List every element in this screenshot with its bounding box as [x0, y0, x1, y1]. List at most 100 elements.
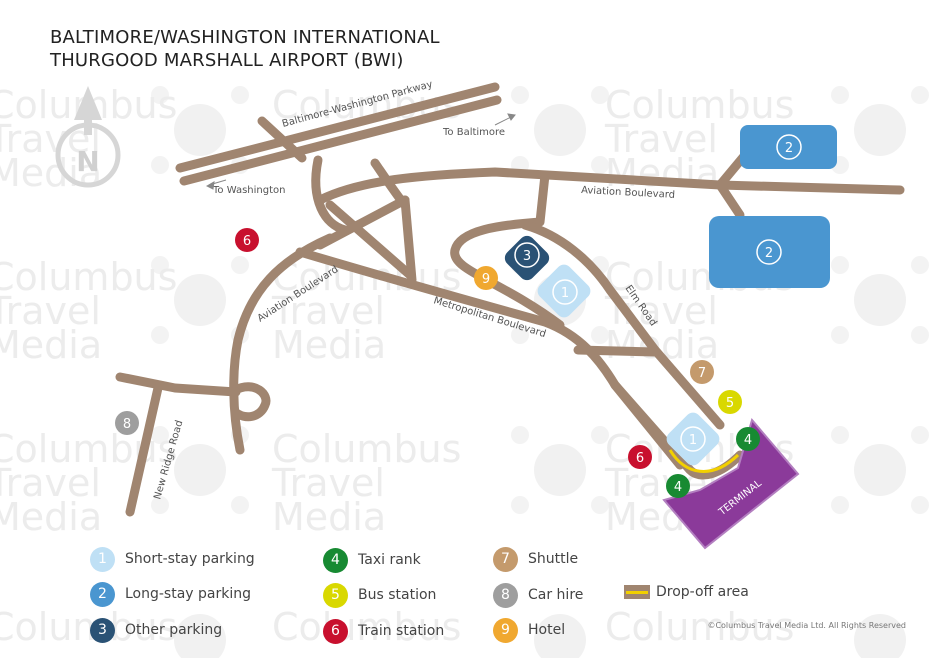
svg-text:Travel: Travel: [0, 289, 101, 333]
ramp-3: [325, 200, 415, 280]
legend-item-taxi: 4 Taxi rank: [323, 547, 421, 573]
svg-text:2: 2: [765, 246, 773, 261]
svg-text:5: 5: [726, 396, 734, 411]
svg-text:4: 4: [744, 433, 752, 448]
marker-hotel: 9: [474, 266, 498, 290]
connector-road: [573, 345, 660, 357]
car-hire-road: [115, 372, 241, 397]
parking-loop: [450, 170, 565, 330]
to-baltimore-label: To Baltimore: [442, 127, 505, 138]
legend-dot: 7: [493, 546, 518, 572]
legend-item-bus: 5 Bus station: [323, 582, 436, 608]
legend-dot: 4: [323, 547, 348, 573]
map-markers: 2 2 3 1 1 9 6 6 7 5 4 4 8: [115, 134, 802, 498]
long-stay-parking-area-b: [709, 216, 830, 288]
legend-label: Drop-off area: [656, 584, 749, 600]
direction-arrows: [205, 113, 516, 190]
title-line-1: BALTIMORE/WASHINGTON INTERNATIONAL: [50, 27, 440, 48]
svg-text:7: 7: [698, 366, 706, 381]
legend-dot: 9: [493, 617, 518, 643]
metropolitan-boulevard: [295, 247, 685, 470]
marker-long-stay-a: 2: [776, 134, 802, 160]
aviation-boulevard-east-label: Aviation Boulevard: [581, 185, 675, 201]
svg-text:Travel: Travel: [271, 461, 385, 505]
svg-text:9: 9: [482, 272, 490, 287]
legend-label: Taxi rank: [358, 552, 421, 568]
svg-text:3: 3: [523, 249, 531, 264]
svg-text:Media: Media: [0, 495, 102, 539]
to-washington-label: To Washington: [212, 185, 285, 196]
legend-item-hotel: 9 Hotel: [493, 617, 565, 643]
legend-label: Train station: [358, 623, 445, 639]
marker-taxi-b: 4: [666, 474, 690, 498]
svg-text:Columbus: Columbus: [0, 255, 177, 299]
legend-dot: 5: [323, 582, 348, 608]
svg-text:1: 1: [689, 433, 697, 448]
svg-text:Media: Media: [272, 323, 386, 367]
marker-taxi-a: 4: [736, 427, 760, 451]
legend-dot: 1: [90, 546, 115, 572]
svg-text:4: 4: [674, 480, 682, 495]
legend-dot: 8: [493, 582, 518, 608]
dropoff-area: [668, 449, 740, 473]
legend-label: Short-stay parking: [125, 551, 255, 567]
loop-road: [230, 382, 271, 422]
legend-label: Bus station: [358, 587, 437, 603]
parkway-road-a: [175, 82, 500, 173]
legend-dot: 6: [323, 618, 348, 644]
aviation-boulevard-east: [315, 167, 905, 205]
svg-text:6: 6: [243, 234, 251, 249]
svg-text:Media: Media: [0, 151, 102, 195]
ramp-4: [400, 195, 417, 285]
svg-text:N: N: [76, 145, 99, 178]
legend-item-other-parking: 3 Other parking: [90, 617, 222, 643]
svg-text:Columbus: Columbus: [272, 427, 461, 471]
marker-bus: 5: [718, 390, 742, 414]
legend-label: Car hire: [528, 587, 584, 603]
short-stay-parking-area-b: [666, 412, 720, 466]
page-title: BALTIMORE/WASHINGTON INTERNATIONAL THURG…: [50, 26, 440, 72]
svg-text:1: 1: [561, 286, 569, 301]
legend-item-short-stay: 1 Short-stay parking: [90, 546, 255, 572]
marker-train-a: 6: [235, 228, 259, 252]
parkway-connector: [257, 116, 307, 163]
parkway-road-b: [179, 95, 502, 186]
svg-text:8: 8: [123, 417, 131, 432]
legend-label: Other parking: [125, 622, 223, 638]
legend-item-car-hire: 8 Car hire: [493, 582, 583, 608]
svg-text:Columbus: Columbus: [0, 605, 177, 649]
svg-text:6: 6: [636, 451, 644, 466]
svg-text:Columbus: Columbus: [605, 605, 794, 649]
svg-text:Media: Media: [0, 323, 102, 367]
legend-item-train: 6 Train station: [323, 618, 444, 644]
new-ridge-road: [125, 383, 163, 517]
svg-text:Travel: Travel: [271, 289, 385, 333]
legend-label: Long-stay parking: [125, 586, 252, 602]
north-arrow-icon: N: [55, 86, 121, 188]
svg-text:Columbus: Columbus: [272, 605, 461, 649]
legend-label: Hotel: [528, 622, 566, 638]
svg-text:Travel: Travel: [0, 461, 101, 505]
legend-item-long-stay: 2 Long-stay parking: [90, 581, 251, 607]
watermark-dots: [151, 86, 929, 658]
marker-other-parking: 3: [514, 242, 540, 268]
copyright-notice: ©Columbus Travel Media Ltd. All Rights R…: [707, 621, 906, 630]
svg-text:Travel: Travel: [604, 117, 718, 161]
legend-item-dropoff: Drop-off area: [624, 579, 749, 605]
legend-dot: 3: [90, 617, 115, 643]
marker-shuttle: 7: [690, 360, 714, 384]
title-line-2: THURGOOD MARSHALL AIRPORT (BWI): [50, 50, 404, 71]
ramp-1: [311, 155, 350, 235]
svg-text:2: 2: [785, 141, 793, 156]
long-stay-connector-b: [715, 180, 745, 220]
marker-short-stay-a: 1: [552, 279, 578, 305]
marker-train-b: 6: [628, 445, 652, 469]
legend-dot: 2: [90, 581, 115, 607]
svg-text:Media: Media: [272, 495, 386, 539]
dropoff-swatch: [624, 585, 650, 599]
marker-short-stay-b: 1: [680, 426, 706, 452]
short-stay-parking-area-a: [537, 264, 591, 318]
marker-car-hire: 8: [115, 411, 139, 435]
svg-text:Columbus: Columbus: [605, 83, 794, 127]
